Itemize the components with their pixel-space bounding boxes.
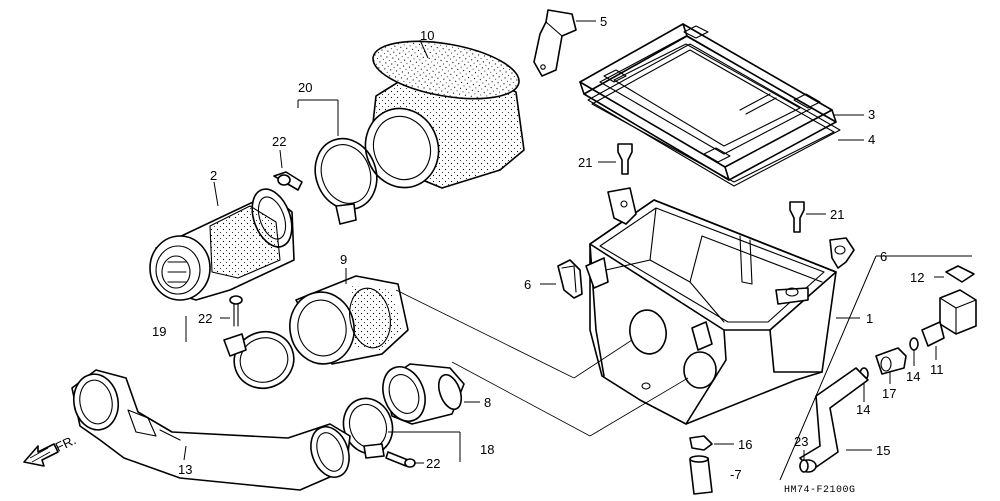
housing-cover-part xyxy=(579,23,864,181)
front-direction-label: FR. xyxy=(53,432,78,454)
bracket-part xyxy=(533,9,596,77)
callout-7: -7 xyxy=(730,467,742,482)
part-6-bracket-line xyxy=(779,255,972,481)
callout-15: 15 xyxy=(876,443,890,458)
callout-6-left: 6 xyxy=(524,277,531,292)
callout-20: 20 xyxy=(298,80,312,95)
clip-part xyxy=(829,237,855,269)
callout-13: 13 xyxy=(178,462,192,477)
callout-19: 19 xyxy=(152,324,166,339)
hose-joint-part xyxy=(875,347,907,384)
clip-part xyxy=(799,450,809,473)
band-clamp-part xyxy=(342,397,461,462)
screw-part xyxy=(220,295,243,327)
elbow-part xyxy=(382,363,480,425)
clip-part xyxy=(689,435,734,451)
callout-11: 11 xyxy=(930,362,944,377)
callout-17: 17 xyxy=(882,386,896,401)
callout-22-top: 22 xyxy=(272,134,286,149)
callout-1: 1 xyxy=(866,311,873,326)
clip-part xyxy=(540,259,583,299)
tube-part xyxy=(689,455,713,495)
cover-seal-part xyxy=(587,43,864,187)
diagram-code: HM74-F2100G xyxy=(784,485,856,496)
callout-21-right: 21 xyxy=(830,207,844,222)
callout-21-top: 21 xyxy=(578,155,592,170)
callout-2: 2 xyxy=(210,168,217,183)
callout-23: 23 xyxy=(794,434,808,449)
callout-18: 18 xyxy=(480,442,494,457)
callout-22-middle: 22 xyxy=(198,311,212,326)
assembly-guide-lines xyxy=(395,289,689,437)
clip-part xyxy=(789,201,826,233)
band-clamp-part xyxy=(297,99,378,225)
inlet-tube-part xyxy=(149,181,295,301)
intake-duct-part xyxy=(71,369,351,491)
front-direction-arrow-icon xyxy=(23,443,59,467)
cap-part xyxy=(934,265,975,283)
callout-3: 3 xyxy=(868,107,875,122)
drain-hose-part xyxy=(799,367,872,473)
callout-5: 5 xyxy=(600,14,607,29)
clamp-ring-part xyxy=(909,337,919,366)
filter-element-part xyxy=(364,39,525,189)
drain-fitting-part xyxy=(921,289,977,360)
screw-part xyxy=(385,451,424,468)
band-clamp-part xyxy=(223,330,295,390)
air-cleaner-housing-part xyxy=(585,187,860,425)
callout-9: 9 xyxy=(340,252,347,267)
connecting-tube-part xyxy=(289,268,409,365)
callout-14-right: 14 xyxy=(906,369,920,384)
callout-12: 12 xyxy=(910,270,924,285)
callout-8: 8 xyxy=(484,395,491,410)
callout-6-right: 6 xyxy=(880,249,887,264)
callout-22-bottom: 22 xyxy=(426,456,440,471)
screw-part xyxy=(273,149,303,191)
callout-4: 4 xyxy=(868,132,875,147)
callout-16: 16 xyxy=(738,437,752,452)
clip-part xyxy=(598,143,633,175)
callout-14-left: 14 xyxy=(856,402,870,417)
callout-10: 10 xyxy=(420,28,434,43)
